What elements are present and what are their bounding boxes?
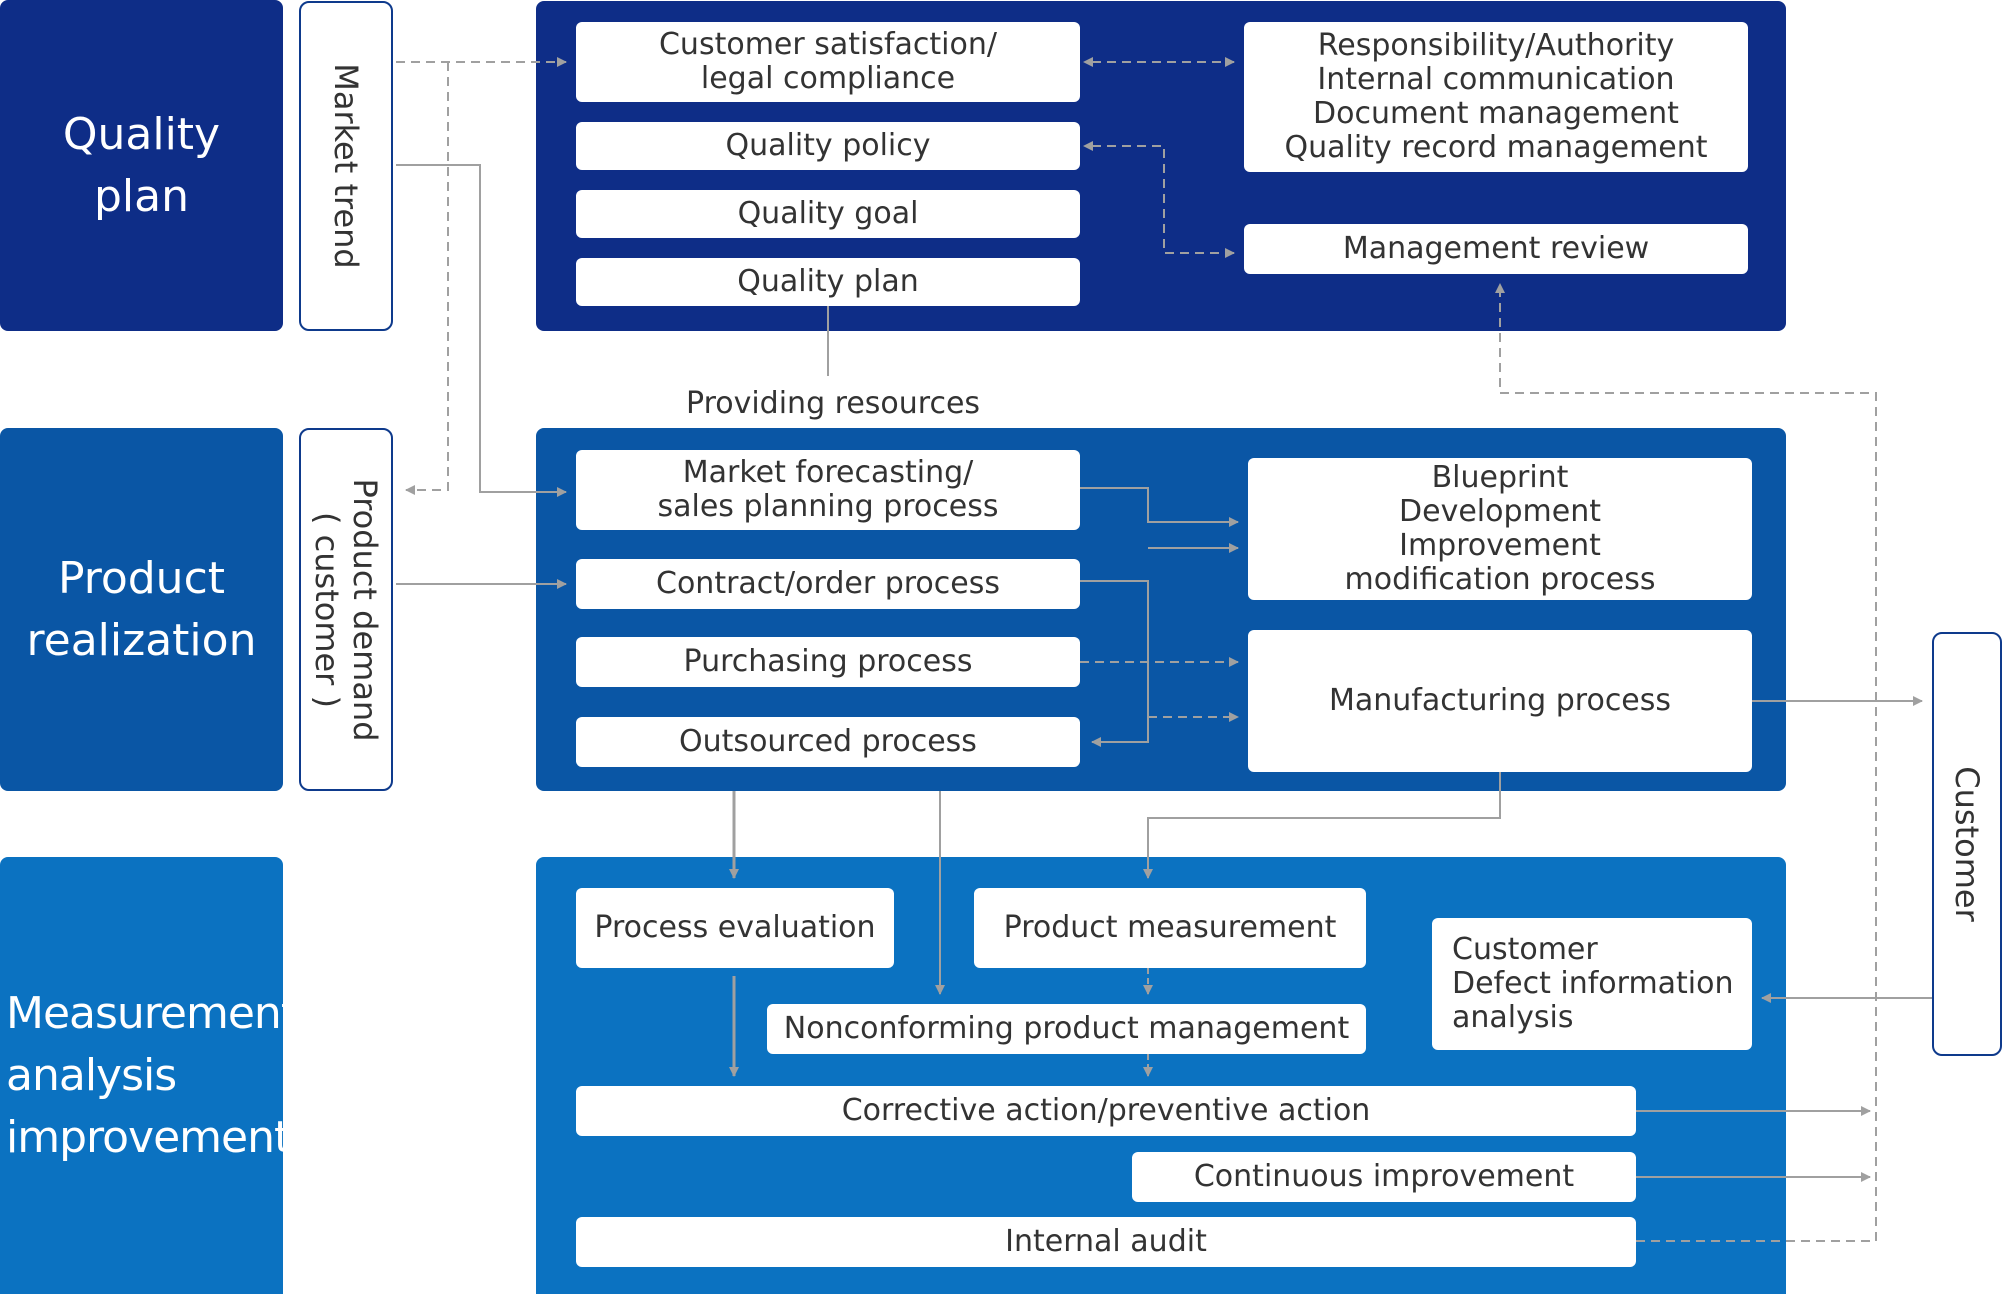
internal-audit-box: Internal audit [576, 1217, 1636, 1267]
customer-paren-text: ( customer ) [308, 511, 346, 708]
process-evaluation-box: Process evaluation [576, 888, 894, 968]
product-realization-label-line: realization [26, 614, 257, 666]
blueprint-line: Improvement [1399, 528, 1601, 563]
corrective-action-label: Corrective action/preventive action [841, 1093, 1371, 1128]
providing-resources-label: Providing resources [686, 386, 981, 421]
management-review-label: Management review [1342, 231, 1650, 266]
product-demand-text: Product demand [346, 477, 384, 742]
quality-plan-label-line: Quality [62, 108, 221, 160]
nonconforming-label: Nonconforming product management [783, 1011, 1350, 1046]
quality-plan-box: Quality plan [576, 258, 1080, 306]
customer-defect-line: analysis [1452, 1000, 1574, 1035]
responsibility-line: Quality record management [1284, 130, 1708, 165]
product-realization-section-label: Product realization [0, 428, 283, 791]
management-review-box: Management review [1244, 224, 1748, 274]
responsibility-box: Responsibility/Authority Internal commun… [1244, 22, 1748, 172]
contract-order-box: Contract/order process [576, 559, 1080, 609]
market-forecasting-box: Market forecasting/ sales planning proce… [576, 450, 1080, 530]
customer-satisfaction-line: Customer satisfaction/ [658, 27, 997, 62]
customer-label: Customer [1948, 766, 1986, 922]
outsourced-box: Outsourced process [576, 717, 1080, 767]
outsourced-label: Outsourced process [679, 724, 977, 759]
purchasing-label: Purchasing process [683, 644, 973, 679]
responsibility-line: Responsibility/Authority [1317, 28, 1675, 63]
product-measurement-box: Product measurement [974, 888, 1366, 968]
blueprint-line: Blueprint [1431, 460, 1569, 495]
continuous-improvement-label: Continuous improvement [1193, 1159, 1575, 1194]
customer-satisfaction-box: Customer satisfaction/ legal compliance [576, 22, 1080, 102]
quality-policy-label: Quality policy [725, 128, 931, 163]
quality-policy-box: Quality policy [576, 122, 1080, 170]
market-trend-label: Market trend [327, 63, 365, 269]
blueprint-line: modification process [1344, 562, 1656, 597]
continuous-improvement-box: Continuous improvement [1132, 1152, 1636, 1202]
measurement-label-line: improvement [6, 1111, 291, 1163]
quality-goal-label: Quality goal [737, 196, 919, 231]
internal-audit-label: Internal audit [1005, 1224, 1207, 1259]
measurement-section-label: Measurement analysis improvement [0, 857, 298, 1294]
purchasing-box: Purchasing process [576, 637, 1080, 687]
quality-plan-section-label: Quality plan [0, 0, 283, 331]
customer-satisfaction-line: legal compliance [700, 61, 956, 96]
customer-defect-box: Customer Defect information analysis [1432, 918, 1752, 1050]
measurement-label-line: analysis [6, 1049, 177, 1101]
connector-dashed-to-product-demand [405, 62, 449, 495]
market-forecasting-line: sales planning process [657, 489, 999, 524]
product-demand-box: Product demand ( customer ) [299, 428, 393, 791]
customer-defect-line: Defect information [1452, 966, 1734, 1001]
corrective-action-box: Corrective action/preventive action [576, 1086, 1636, 1136]
quality-plan-label-line: plan [93, 170, 189, 222]
product-demand-label: Product demand ( customer ) [308, 478, 384, 741]
manufacturing-box: Manufacturing process [1248, 630, 1752, 772]
process-evaluation-label: Process evaluation [594, 910, 876, 945]
blueprint-line: Development [1399, 494, 1601, 529]
product-realization-label-line: Product [57, 552, 226, 604]
measurement-label-line: Measurement [6, 987, 298, 1039]
customer-defect-line: Customer [1452, 932, 1598, 967]
blueprint-box: Blueprint Development Improvement modifi… [1248, 458, 1752, 600]
customer-box: Customer [1932, 632, 2002, 1056]
responsibility-line: Internal communication [1317, 62, 1675, 97]
responsibility-line: Document management [1313, 96, 1679, 131]
contract-order-label: Contract/order process [656, 566, 1000, 601]
product-measurement-label: Product measurement [1003, 910, 1337, 945]
market-trend-box: Market trend [299, 1, 393, 331]
nonconforming-box: Nonconforming product management [767, 1004, 1366, 1054]
quality-plan-box-label: Quality plan [737, 264, 919, 299]
quality-goal-box: Quality goal [576, 190, 1080, 238]
manufacturing-label: Manufacturing process [1328, 683, 1672, 718]
market-forecasting-line: Market forecasting/ [682, 455, 974, 490]
